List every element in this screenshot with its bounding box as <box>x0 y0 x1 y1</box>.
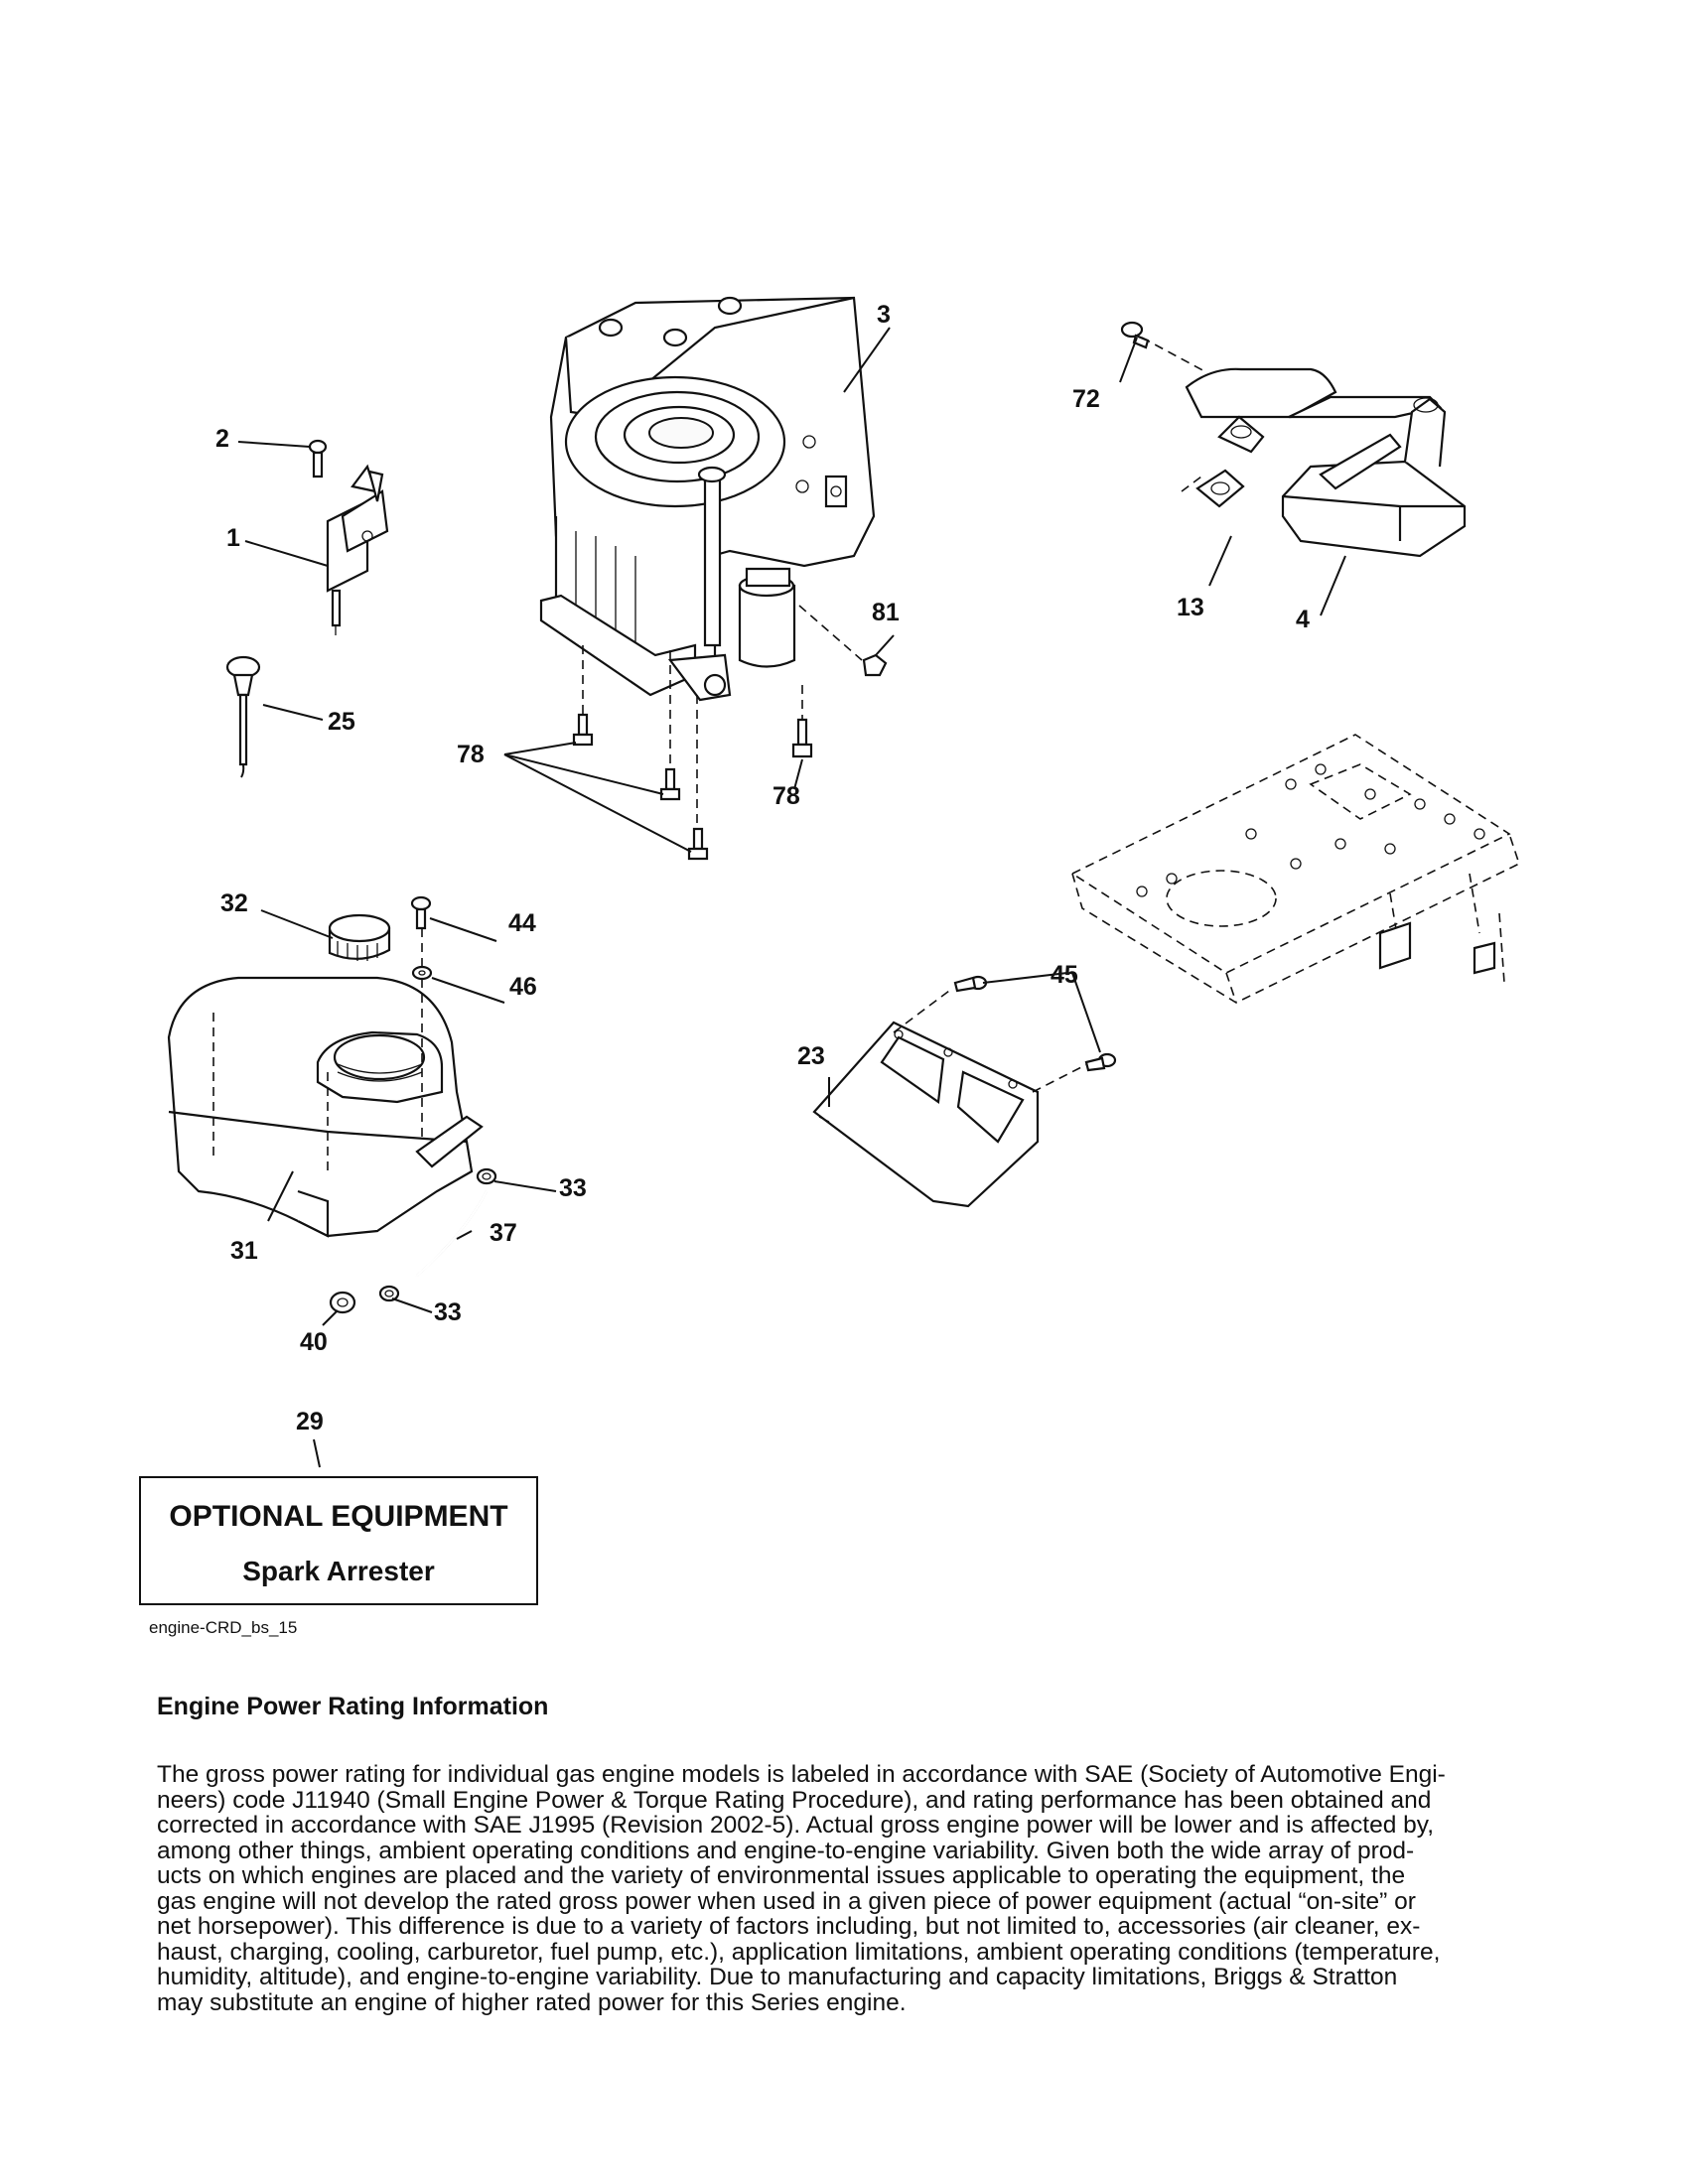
engine-part-3 <box>539 296 876 702</box>
clamp-part-33-a <box>476 1167 497 1185</box>
engine-deck-plate <box>1070 734 1520 1004</box>
choke-knob-part-25 <box>225 655 261 778</box>
callout-72: 72 <box>1072 385 1100 413</box>
callout-29: 29 <box>296 1408 324 1435</box>
washer-part-46 <box>411 965 433 981</box>
callout-2: 2 <box>215 425 229 453</box>
fuel-line-part-37 <box>415 1189 489 1278</box>
muffler-part-4 <box>1185 367 1467 558</box>
callout-23: 23 <box>797 1042 825 1070</box>
bushing-part-40 <box>329 1291 356 1314</box>
screw-part-45-b <box>1084 1052 1117 1072</box>
bolt-part-78-a <box>572 713 594 747</box>
callout-13: 13 <box>1177 594 1204 621</box>
callout-37: 37 <box>490 1219 517 1247</box>
callout-4: 4 <box>1296 606 1310 633</box>
bolt-part-78-b <box>659 767 681 801</box>
callout-labels: 3 2 1 25 72 13 4 81 78 78 32 44 46 45 23… <box>215 301 1310 1435</box>
callout-78-left: 78 <box>457 741 485 768</box>
callout-3: 3 <box>877 301 891 329</box>
optional-equipment-item: Spark Arrester <box>242 1556 435 1586</box>
heat-shield-part-23 <box>812 1021 1040 1208</box>
leader-lines <box>237 327 1346 1468</box>
callout-40: 40 <box>300 1328 328 1356</box>
bolt-part-78-c <box>687 827 709 861</box>
callout-46: 46 <box>509 973 537 1001</box>
callout-81: 81 <box>872 599 900 626</box>
fuel-cap-part-32 <box>328 913 391 961</box>
rating-body: The gross power rating for individual ga… <box>157 1761 1446 2016</box>
screw-part-45-a <box>953 975 988 993</box>
bolt-part-78-d <box>791 718 813 758</box>
optional-equipment-title: OPTIONAL EQUIPMENT <box>169 1500 508 1533</box>
clamp-part-33-b <box>378 1285 400 1302</box>
screw-part-44 <box>410 895 432 930</box>
rating-heading: Engine Power Rating Information <box>157 1693 549 1720</box>
optional-equipment-box: OPTIONAL EQUIPMENT Spark Arrester <box>139 1476 538 1605</box>
fuel-tank-part-31 <box>167 976 484 1238</box>
gasket-part-13 <box>1195 469 1245 508</box>
callout-31: 31 <box>230 1237 258 1265</box>
callout-78-right: 78 <box>772 782 800 810</box>
parts-diagram: 3 2 1 25 72 13 4 81 78 78 32 44 46 45 23… <box>167 296 1520 1468</box>
callout-25: 25 <box>328 708 355 736</box>
nut-part-81 <box>862 653 888 677</box>
diagram-id: engine-CRD_bs_15 <box>149 1618 298 1637</box>
throttle-bracket-part-1 <box>326 464 389 635</box>
callout-44: 44 <box>508 909 536 937</box>
callout-32: 32 <box>220 889 248 917</box>
screw-part-2 <box>308 439 328 478</box>
callout-45: 45 <box>1051 961 1078 989</box>
callout-33-upper: 33 <box>559 1174 587 1202</box>
callout-33-lower: 33 <box>434 1298 462 1326</box>
callout-1: 1 <box>226 524 240 552</box>
